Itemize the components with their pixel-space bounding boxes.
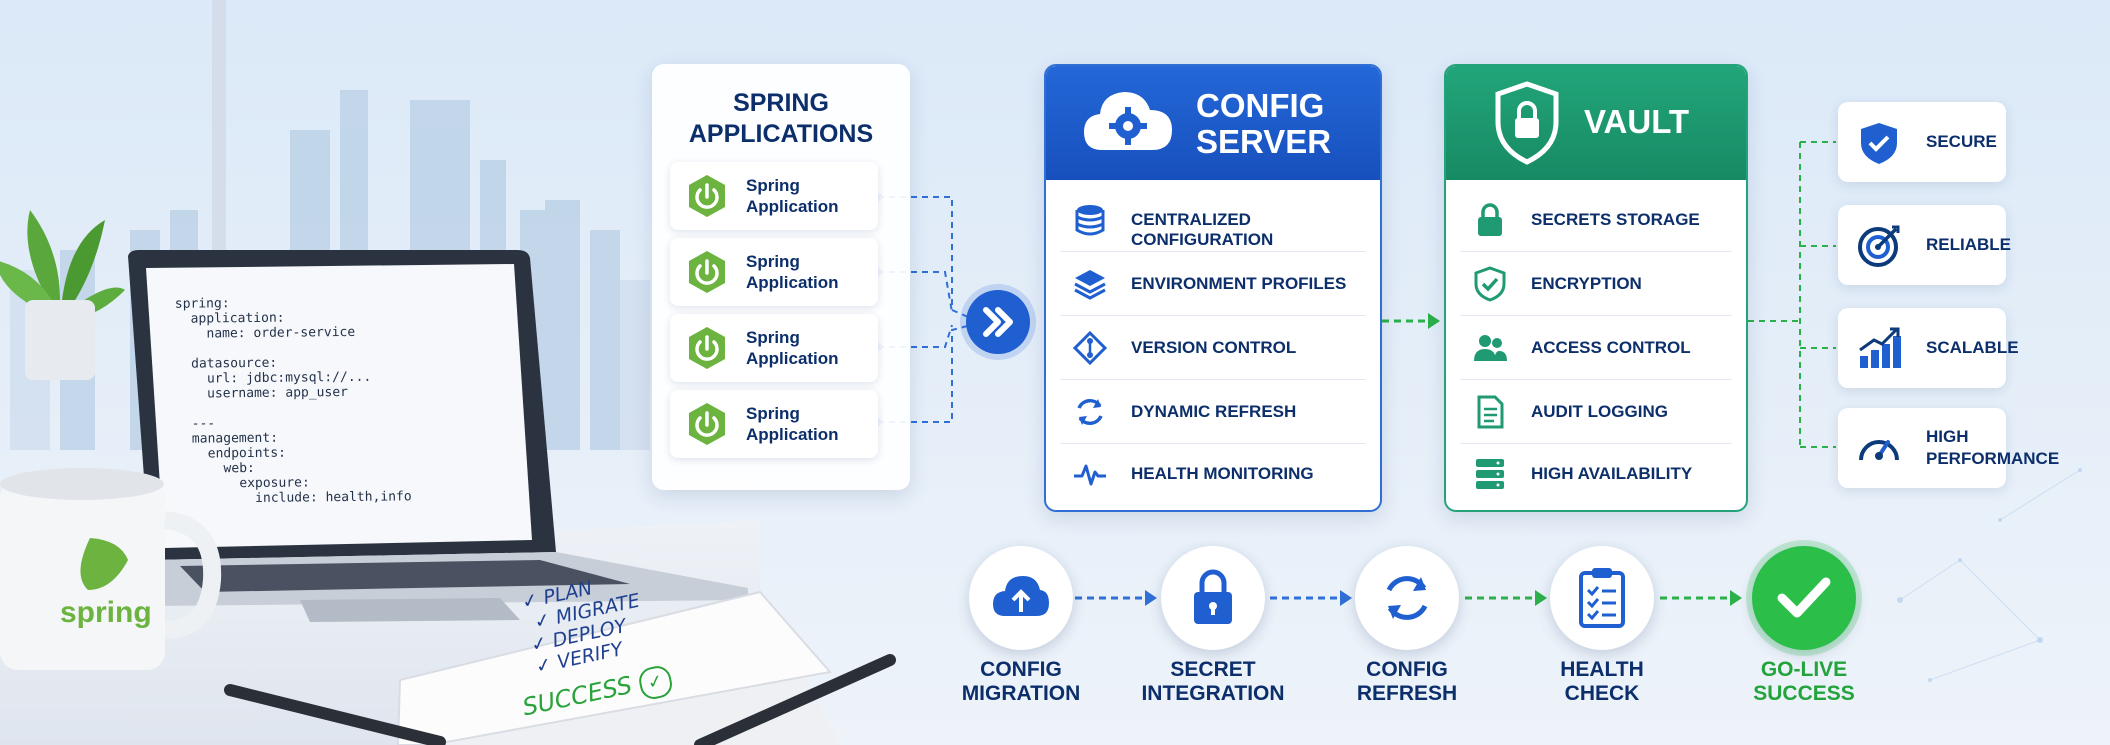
- config-server-panel: CONFIG SERVER CENTRALIZED CONFIGURATION …: [1044, 64, 1382, 512]
- app-type: Application: [746, 273, 839, 292]
- benefit-card-scalable: SCALABLE: [1838, 308, 2019, 388]
- step-health-check: [1550, 546, 1654, 650]
- forward-chevron-icon: [966, 290, 1030, 354]
- clipboard-check-icon: [1579, 568, 1625, 628]
- app-type: Application: [746, 349, 839, 368]
- users-icon: [1474, 335, 1507, 361]
- spring-power-icon: [689, 251, 725, 293]
- cloud-gear-icon: [1084, 92, 1172, 150]
- benefit-label: RELIABLE: [1926, 235, 2011, 254]
- config-feature-row: DYNAMIC REFRESH: [1046, 380, 1380, 444]
- database-icon: [1075, 205, 1105, 236]
- target-icon: [1858, 225, 1900, 267]
- mug-brand-label: spring: [60, 596, 152, 629]
- feature-label: ACCESS CONTROL: [1531, 338, 1691, 357]
- shield-icon: [1861, 123, 1897, 164]
- feature-label: AUDIT LOGGING: [1531, 402, 1668, 421]
- config-feature-row: CENTRALIZED CONFIGURATION: [1046, 188, 1380, 252]
- vault-feature-row: AUDIT LOGGING: [1446, 380, 1746, 444]
- benefit-label: SECURE: [1926, 132, 1997, 151]
- vault-title: VAULT: [1584, 103, 1690, 140]
- vault-feature-row: SECRETS STORAGE: [1446, 188, 1746, 252]
- layers-icon: [1074, 270, 1106, 300]
- growth-chart-icon: [1859, 327, 1901, 368]
- step-config-refresh: [1355, 546, 1459, 650]
- app-name: Spring: [746, 252, 800, 271]
- feature-label: ENVIRONMENT PROFILES: [1131, 274, 1347, 293]
- spring-applications-title: SPRING APPLICATIONS: [688, 89, 874, 148]
- refresh-icon: [1077, 398, 1103, 426]
- vault-panel: VAULT SECRETS STORAGE ENCRYPTION ACCESS …: [1444, 64, 1748, 512]
- app-type: Application: [746, 197, 839, 216]
- config-server-header: CONFIG SERVER: [1046, 66, 1380, 180]
- step-secret-integration: [1161, 546, 1265, 650]
- server-icon: [1476, 459, 1504, 489]
- spring-power-icon: [689, 175, 725, 217]
- feature-label: SECRETS STORAGE: [1531, 210, 1700, 229]
- feature-label: ENCRYPTION: [1531, 274, 1642, 293]
- benefit-label: HIGH PERFORMANCE: [1926, 427, 2060, 468]
- feature-label: VERSION CONTROL: [1131, 338, 1297, 357]
- checkmark-icon: [1777, 577, 1831, 618]
- benefit-card-high-performance: HIGH PERFORMANCE: [1838, 408, 2059, 488]
- lock-icon: [1478, 203, 1502, 236]
- feature-label: HIGH AVAILABILITY: [1531, 464, 1693, 483]
- config-feature-row: HEALTH MONITORING: [1046, 442, 1380, 506]
- vault-feature-row: HIGH AVAILABILITY: [1446, 442, 1746, 506]
- sync-icon: [1386, 576, 1428, 620]
- document-icon: [1477, 395, 1504, 429]
- app-type: Application: [746, 425, 839, 444]
- app-name: Spring: [746, 328, 800, 347]
- feature-label: DYNAMIC REFRESH: [1131, 402, 1297, 421]
- step-go-live-success: [1752, 546, 1856, 650]
- feature-label: HEALTH MONITORING: [1131, 464, 1314, 483]
- padlock-icon: [1194, 569, 1232, 624]
- shield-lock-icon: [1495, 81, 1559, 165]
- spring-power-icon: [689, 327, 725, 369]
- vault-feature-row: ACCESS CONTROL: [1446, 316, 1746, 380]
- gauge-icon: [1859, 440, 1899, 461]
- feature-label: CENTRALIZED CONFIGURATION: [1131, 210, 1274, 249]
- cloud-upload-icon: [993, 576, 1049, 616]
- config-feature-row: ENVIRONMENT PROFILES: [1046, 252, 1380, 316]
- benefit-card-secure: SECURE: [1838, 102, 2006, 182]
- vault-header: VAULT: [1446, 66, 1746, 180]
- config-server-title: CONFIG SERVER: [1196, 87, 1332, 160]
- app-name: Spring: [746, 176, 800, 195]
- shield-check-icon: [1474, 266, 1506, 302]
- vault-feature-row: ENCRYPTION: [1446, 252, 1746, 316]
- app-name: Spring: [746, 404, 800, 423]
- benefit-label: SCALABLE: [1926, 338, 2019, 357]
- spring-power-icon: [689, 403, 725, 445]
- config-feature-row: VERSION CONTROL: [1046, 316, 1380, 380]
- git-branch-icon: [1072, 330, 1108, 366]
- heartbeat-icon: [1074, 464, 1106, 486]
- benefit-card-reliable: RELIABLE: [1838, 205, 2011, 285]
- step-config-migration: [969, 546, 1073, 650]
